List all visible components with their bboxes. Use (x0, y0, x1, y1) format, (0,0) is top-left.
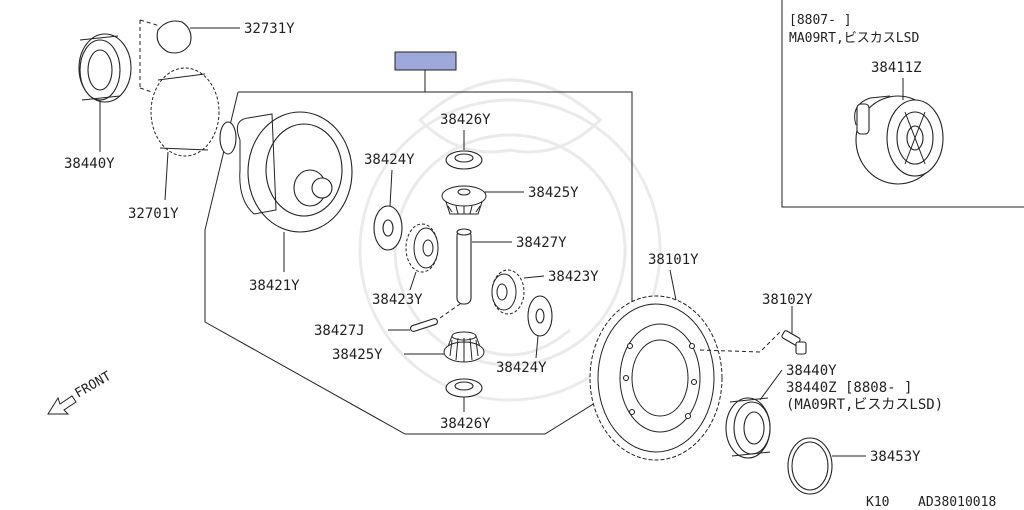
watermark-logo (358, 78, 662, 402)
callout-38102Y: 38102Y (762, 292, 813, 308)
callout-38426Y-top: 38426Y (440, 112, 491, 128)
part-38424Y-left[interactable] (373, 205, 403, 251)
callout-38427Y: 38427Y (516, 235, 567, 251)
front-label: FRONT (73, 369, 115, 402)
part-38425Y-top[interactable] (441, 185, 487, 215)
front-arrow-icon (47, 395, 77, 415)
part-32731Y[interactable] (156, 20, 192, 54)
callout-38426Y-bottom: 38426Y (440, 416, 491, 432)
dash-38427J (439, 303, 461, 319)
callout-38440Y-left: 38440Y (64, 156, 115, 172)
part-32701Y[interactable] (150, 67, 220, 157)
callout-38424Y-left: 38424Y (364, 152, 415, 168)
callout-38424Y-right: 38424Y (496, 360, 547, 376)
leader-38424Y-right (535, 335, 539, 359)
part-38426Y-bottom[interactable] (445, 378, 483, 398)
part-38102Y[interactable] (781, 330, 807, 355)
callout-38425Y-bottom: 38425Y (332, 347, 383, 363)
callout-38440Z: 38440Z [8808- ] (786, 380, 912, 396)
callout-32731Y: 32731Y (244, 21, 295, 37)
callout-38421Y: 38421Y (249, 278, 300, 294)
leader-38423Y-left (409, 271, 417, 291)
leader-38423Y-right (523, 275, 545, 279)
dash-32731Y (139, 19, 161, 93)
part-38425Y-bottom[interactable] (443, 331, 485, 363)
callout-38423Y-left: 38423Y (372, 292, 423, 308)
leader-38440Y-right (759, 369, 783, 401)
part-38427J[interactable] (409, 318, 439, 332)
callout-38411Z: 38411Z (871, 60, 922, 76)
callout-38440Y-right: 38440Y (786, 363, 837, 379)
callout-38453Y: 38453Y (870, 449, 921, 465)
inset-variant: MA09RT,ビスカスLSD (789, 31, 919, 46)
part-38440Y-right[interactable] (725, 397, 771, 459)
part-38453Y[interactable] (787, 437, 833, 495)
dash-38102Y (699, 331, 781, 353)
part-38101Y[interactable] (589, 295, 723, 461)
footer-diagram-code: AD38010018 (918, 495, 996, 510)
part-38427Y[interactable] (456, 228, 472, 305)
callout-38101Y: 38101Y (648, 252, 699, 268)
callout-38440Z-variant: (MA09RT,ビスカスLSD) (786, 397, 943, 413)
callout-38423Y-right: 38423Y (548, 269, 599, 285)
part-38423Y-right[interactable] (491, 269, 525, 315)
inset-date-range: [8807- ] (789, 13, 852, 28)
part-38423Y-left[interactable] (405, 223, 439, 273)
part-38411Z[interactable] (854, 95, 944, 185)
callout-38425Y-top: 38425Y (528, 185, 579, 201)
footer-code-k10: K10 (866, 495, 889, 510)
leader-38101Y (669, 269, 677, 301)
callout-38427J: 38427J (314, 323, 365, 339)
leader-38424Y-left (389, 169, 393, 207)
part-38440Y-left[interactable] (78, 33, 132, 103)
highlight-marker[interactable] (394, 51, 457, 71)
part-38426Y-top[interactable] (445, 150, 483, 170)
inset-box (781, 0, 1024, 208)
part-38424Y-right[interactable] (527, 295, 553, 337)
part-38421Y[interactable] (219, 111, 353, 233)
assembly-boundary (204, 91, 633, 435)
callout-32701Y: 32701Y (128, 206, 179, 222)
leader-32701Y (164, 151, 169, 201)
